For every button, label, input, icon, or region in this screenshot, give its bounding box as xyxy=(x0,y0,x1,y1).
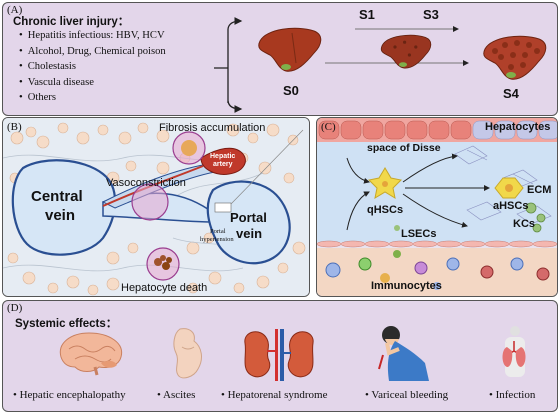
lungs-infection-icon xyxy=(502,326,526,377)
hepatocytes-label: Hepatocytes xyxy=(485,121,551,133)
ecm-label: ECM xyxy=(527,184,552,196)
effect-label: Hepatic encephalopathy xyxy=(19,389,126,401)
panel-d: (D) Systemic effects： • Hepatic encephal… xyxy=(2,300,558,412)
effect-label: Infection xyxy=(495,389,536,401)
variceal-bleeding-person-icon xyxy=(378,326,429,381)
portal-vein-label: Portal xyxy=(230,210,267,225)
panel-d-title: Systemic effects： xyxy=(15,318,118,330)
portal-vein-label: vein xyxy=(236,226,263,241)
stage-s1: S1 xyxy=(359,7,375,22)
ascites-icon xyxy=(173,328,202,379)
progression-arrows xyxy=(214,17,469,113)
fibrosis-accumulation-label: Fibrosis accumulation xyxy=(159,122,266,134)
immunocytes-label: Immunocytes xyxy=(371,280,442,292)
cause-item: Alcohol, Drug, Chemical poison xyxy=(19,44,166,60)
portal-hypertension-label: Portal xyxy=(210,228,226,235)
liver-s0-icon xyxy=(258,27,322,72)
panel-c-label: (C) xyxy=(321,121,336,133)
hepatic-artery-label: Hepatic xyxy=(210,153,236,160)
panel-b: (B) Fibrosis accumulation Central vein V… xyxy=(2,117,310,297)
qhscs-label: qHSCs xyxy=(367,204,404,216)
ahscs-label: aHSCs xyxy=(493,200,529,212)
effect-label: Ascites xyxy=(163,389,196,401)
space-of-disse-label: space of Disse xyxy=(367,142,441,154)
hepatic-artery-label: artery xyxy=(213,161,233,168)
effect-hepatic-encephalopathy: • Hepatic encephalopathy xyxy=(13,389,126,401)
effect-label: Hepatorenal syndrome xyxy=(227,389,328,401)
central-vein-label: vein xyxy=(45,207,76,224)
hepatocyte-death-label: Hepatocyte death xyxy=(121,282,208,294)
panel-a-label: (A) xyxy=(7,4,23,16)
kidney-icon xyxy=(244,329,314,381)
cause-item: Hepatitis infectious: HBV, HCV xyxy=(19,28,166,44)
liver-s1-icon xyxy=(380,34,432,69)
effect-infection: • Infection xyxy=(489,389,536,401)
panel-a-title: Chronic liver injury： xyxy=(13,16,130,28)
cause-item: Vascula disease xyxy=(19,75,166,91)
causes-list: Hepatitis infectious: HBV, HCV Alcohol, … xyxy=(19,28,166,106)
kcs-label: KCs xyxy=(513,218,536,230)
panel-a: (A) Chronic liver injury： Hepatitis infe… xyxy=(2,2,558,116)
vasoconstriction-label: Vasoconstriction xyxy=(106,177,186,189)
effect-variceal-bleeding: • Variceal bleeding xyxy=(365,389,449,401)
cause-item: Cholestasis xyxy=(19,59,166,75)
brain-icon xyxy=(59,332,123,376)
panel-c: (C) Hepatocytes space of Disse qHSCs ECM… xyxy=(316,117,558,297)
lsecs-label: LSECs xyxy=(401,228,437,240)
effect-label: Variceal bleeding xyxy=(371,389,449,401)
portal-hypertension-label: hypertension xyxy=(200,236,234,243)
effect-hepatorenal-syndrome: • Hepatorenal syndrome xyxy=(221,389,328,401)
sinusoid-illustration xyxy=(317,118,557,296)
panel-d-label: (D) xyxy=(7,302,23,314)
central-vein-label: Central xyxy=(31,188,83,205)
liver-lobule-illustration xyxy=(3,118,309,296)
liver-s4-icon xyxy=(483,35,547,80)
stage-s0: S0 xyxy=(283,83,299,98)
panel-b-label: (B) xyxy=(7,121,22,133)
stage-s4: S4 xyxy=(503,86,519,101)
stage-s3: S3 xyxy=(423,7,439,22)
cause-item: Others xyxy=(19,90,166,106)
effect-ascites: • Ascites xyxy=(157,389,196,401)
